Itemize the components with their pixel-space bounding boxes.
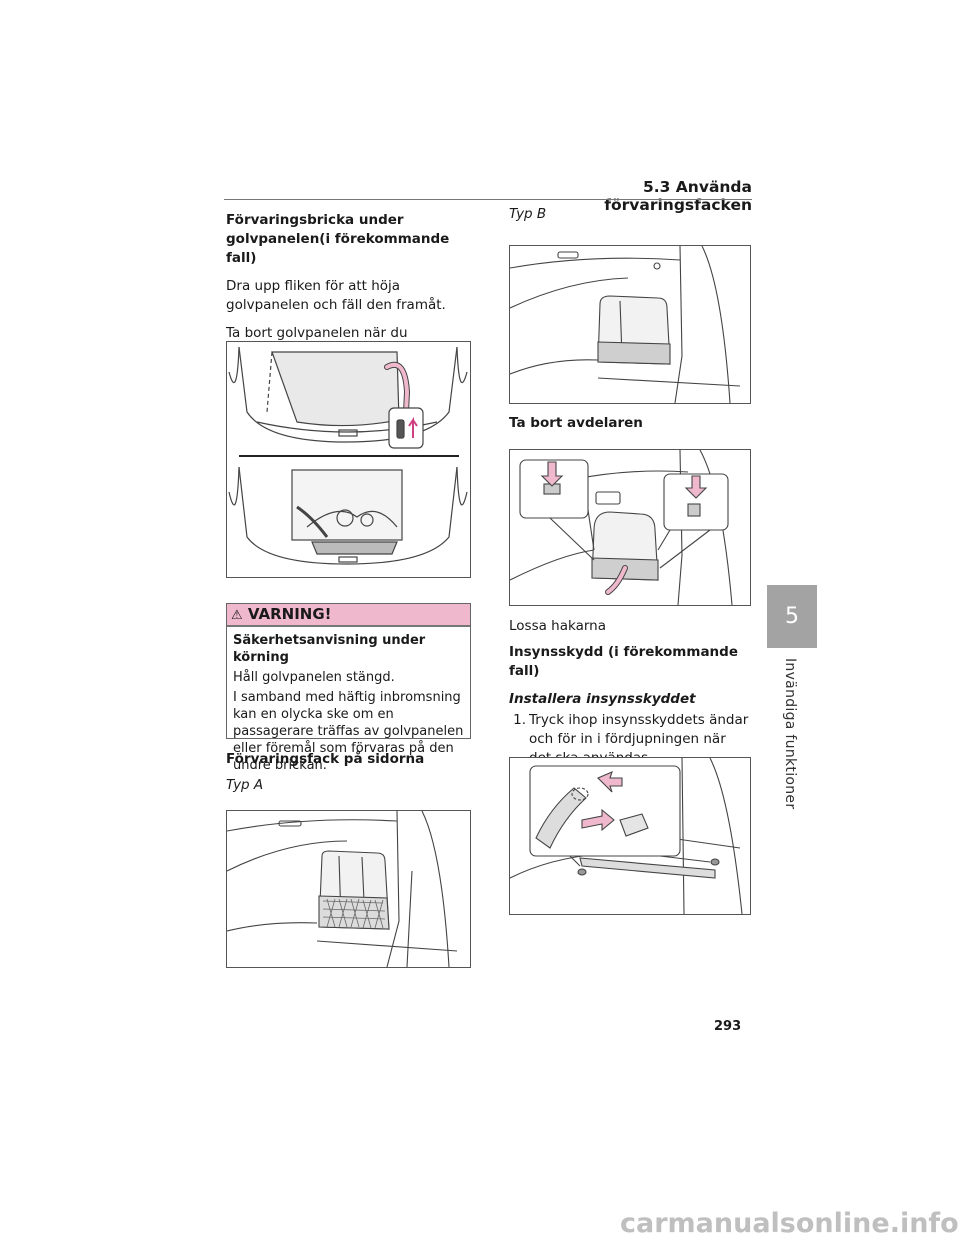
figure-remove-divider xyxy=(509,449,751,606)
warning-line-1: Håll golvpanelen stängd. xyxy=(233,670,395,685)
heading-remove-divider: Ta bort avdelaren xyxy=(509,415,643,431)
label-type-a: Typ A xyxy=(226,777,264,793)
step-1-number: 1. xyxy=(513,712,526,728)
warning-box: ⚠ VARNING! Säkerhetsanvisning under körn… xyxy=(226,603,471,773)
warning-line-2: I samband med häftig inbromsning kan en … xyxy=(233,690,464,773)
warning-subheading: Säkerhetsanvisning under körning xyxy=(233,633,426,665)
chapter-label: Invändiga funktioner xyxy=(782,658,798,810)
page-number: 293 xyxy=(714,1019,742,1034)
heading-side-storage: Förvaringsfack på sidorna xyxy=(226,751,425,767)
watermark[interactable]: carmanualsonline.info xyxy=(620,1208,959,1239)
figure-install-cover xyxy=(509,757,751,915)
header-rule xyxy=(224,199,752,200)
label-type-b: Typ B xyxy=(509,206,547,222)
heading-privacy-cover: Insynsskydd (i förekommande fall) xyxy=(509,644,738,679)
caption-release-hooks: Lossa hakarna xyxy=(509,618,606,634)
section-title: 5.3 Använda förvaringsfacken xyxy=(604,178,752,214)
subheading-install-cover: Installera insynsskyddet xyxy=(509,691,696,707)
warning-triangle-icon: ⚠ xyxy=(231,608,243,623)
figure-floor-panel xyxy=(226,341,471,578)
warning-header: ⚠ VARNING! xyxy=(227,604,470,627)
heading-floor-tray: Förvaringsbricka under golvpanelen(i för… xyxy=(226,212,450,266)
chapter-tab[interactable]: 5 xyxy=(767,585,817,648)
para-lift-panel: Dra upp fliken för att höja golvpanelen … xyxy=(226,278,446,313)
warning-title: VARNING! xyxy=(247,605,332,623)
figure-type-b xyxy=(509,245,751,404)
figure-type-a xyxy=(226,810,471,968)
